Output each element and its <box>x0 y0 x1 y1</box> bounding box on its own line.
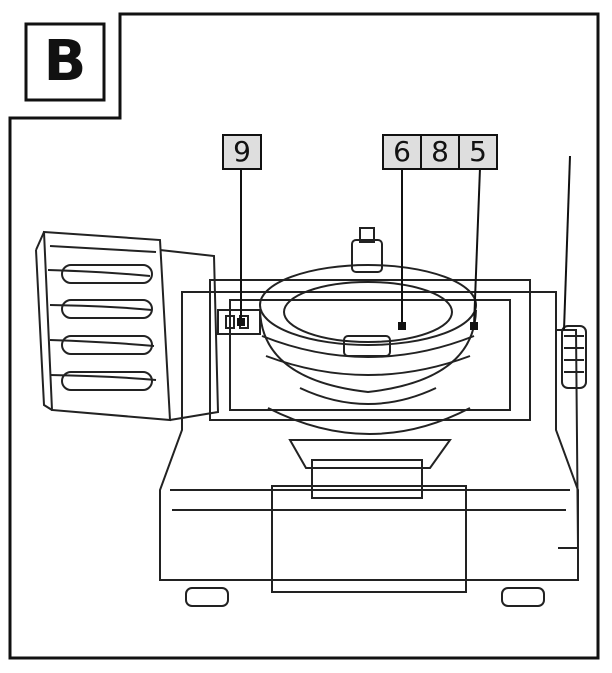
callout-5: 5 <box>458 134 498 170</box>
callout-6: 6 <box>382 134 422 170</box>
outer-frame <box>8 12 600 660</box>
leader-lines <box>240 155 571 331</box>
right-knob <box>561 325 587 389</box>
leader-end-6 <box>398 322 406 330</box>
callout-9: 9 <box>222 134 262 170</box>
machine-body <box>159 279 580 607</box>
left-knob-housing <box>35 230 220 422</box>
leader-end-5 <box>470 322 478 330</box>
panel-letter: B <box>43 29 87 94</box>
leader-end-9 <box>237 318 245 326</box>
callout-8: 8 <box>420 134 460 170</box>
panel-letter-box <box>24 22 106 102</box>
bowl-assembly <box>259 227 477 405</box>
